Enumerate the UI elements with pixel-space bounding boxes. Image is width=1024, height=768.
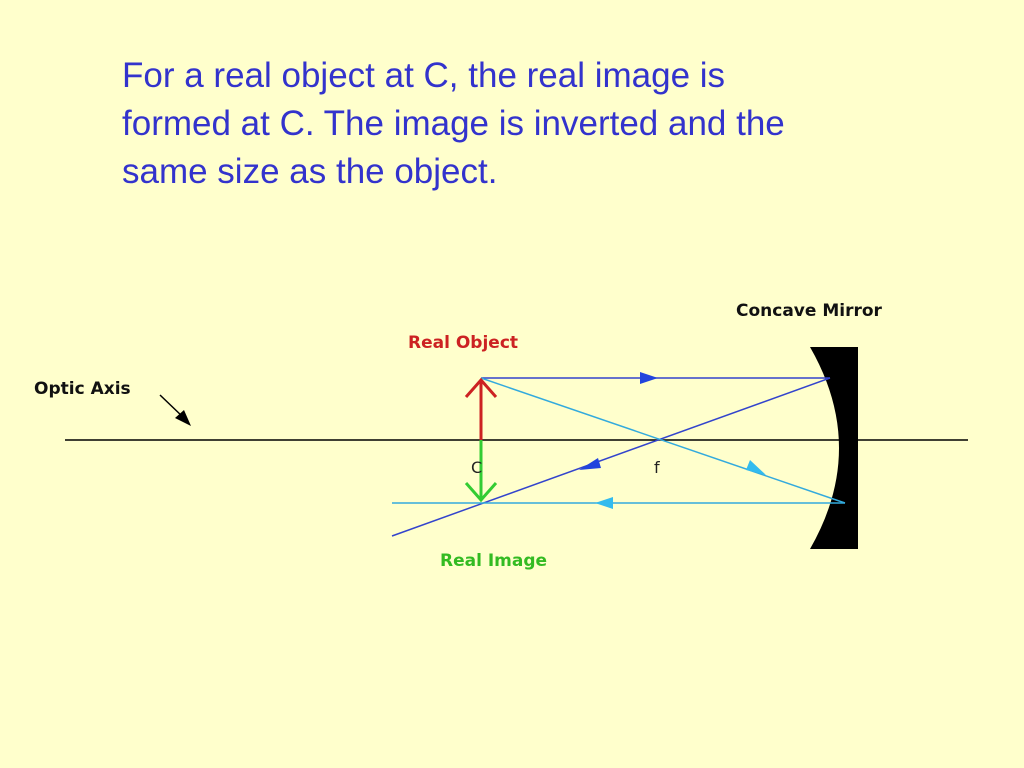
caption-line-3: same size as the object. — [122, 152, 498, 191]
point-f-label: f — [654, 458, 660, 477]
ray-direction-arrow-icon — [640, 372, 658, 384]
real-object-arrow-icon — [464, 377, 498, 440]
ray-direction-arrow-icon — [595, 497, 613, 509]
ray-through-focus-incident — [480, 377, 846, 504]
point-c-label: C — [471, 458, 482, 477]
real-image-arrow-icon — [464, 440, 498, 503]
ray-direction-arrow-icon — [579, 458, 601, 470]
caption-line-1: For a real object at C, the real image i… — [122, 56, 726, 95]
concave-mirror-label: Concave Mirror — [736, 301, 883, 321]
caption-text: For a real object at C, the real image i… — [122, 52, 922, 196]
caption-line-2: formed at C. The image is inverted and t… — [122, 104, 785, 143]
optic-axis-label: Optic Axis — [34, 379, 131, 399]
ray-through-focus-reflected — [391, 377, 831, 537]
concave-mirror-shape — [810, 347, 858, 549]
ray-direction-arrow-icon — [746, 460, 766, 475]
optic-axis-pointer-icon — [159, 394, 191, 426]
real-object-label: Real Object — [408, 333, 518, 353]
real-image-label: Real Image — [440, 551, 547, 571]
